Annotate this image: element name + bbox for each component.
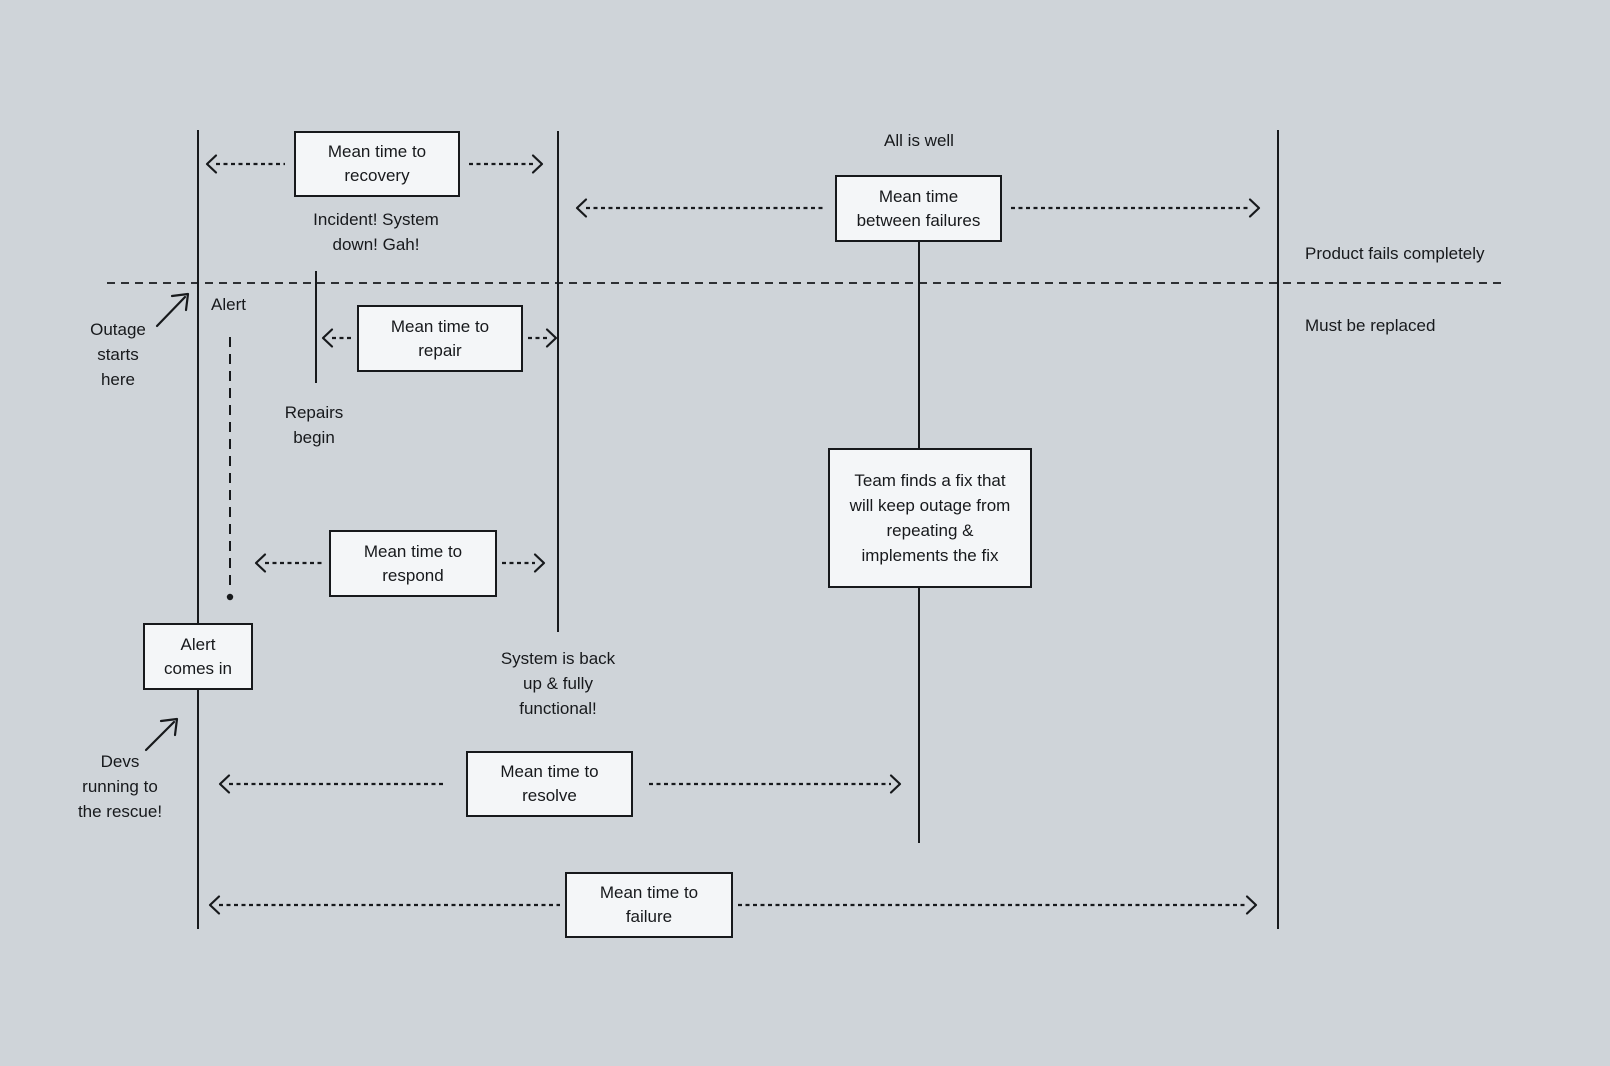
mttr-recovery-left-arrow — [205, 154, 285, 174]
mean-time-between-failures-box: Mean time between failures — [835, 175, 1002, 242]
mean-time-to-repair-box: Mean time to repair — [357, 305, 523, 372]
mttr-repair-right-arrow — [528, 328, 558, 348]
must-be-replaced-label: Must be replaced — [1305, 316, 1436, 335]
alert-label: Alert — [211, 295, 246, 314]
mttr-respond-right-arrow — [502, 553, 546, 573]
devs-running-label: Devs running to the rescue! — [77, 752, 163, 821]
mean-time-to-failure-box: Mean time to failure — [565, 872, 733, 938]
devs-pointer-arrow-icon — [144, 717, 179, 752]
mttr-repair-left-arrow — [321, 328, 352, 348]
system-back-up-label: System is back up & fully functional! — [500, 649, 616, 718]
mtbf-left-arrow — [575, 198, 826, 218]
team-finds-fix-box: Team finds a fix that will keep outage f… — [828, 448, 1032, 588]
mttr-respond-left-arrow — [254, 553, 323, 573]
product-fails-label: Product fails completely — [1305, 244, 1485, 263]
mttr-resolve-left-arrow — [218, 774, 443, 794]
mttf-left-arrow — [208, 895, 560, 915]
mttr-recovery-right-arrow — [469, 154, 544, 174]
alert-comes-in-box: Alert comes in — [143, 623, 253, 690]
outage-starts-here-label: Outage starts here — [90, 320, 146, 389]
incident-label: Incident! System down! Gah! — [313, 210, 439, 254]
alert-line-dot — [226, 593, 234, 601]
mttr-resolve-right-arrow — [649, 774, 902, 794]
mttf-right-arrow — [738, 895, 1258, 915]
mean-time-to-respond-box: Mean time to respond — [329, 530, 497, 597]
mean-time-to-recovery-box: Mean time to recovery — [294, 131, 460, 197]
mean-time-to-resolve-box: Mean time to resolve — [466, 751, 633, 817]
repairs-begin-label: Repairs begin — [284, 403, 344, 447]
outage-pointer-arrow-icon — [155, 292, 190, 328]
all-is-well-label: All is well — [884, 131, 954, 150]
mtbf-right-arrow — [1011, 198, 1261, 218]
